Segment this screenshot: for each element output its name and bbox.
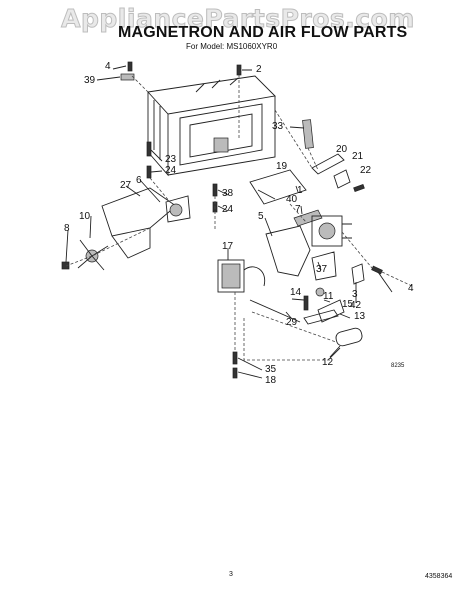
part-11: [315, 287, 325, 297]
callout: 22: [360, 165, 372, 176]
part-35: [232, 351, 238, 365]
callout: 24: [222, 204, 234, 215]
callout: 8: [64, 223, 70, 234]
part-33: [302, 119, 314, 149]
screw-4-39: [120, 61, 135, 81]
part-21: [333, 169, 351, 189]
callout: 12: [322, 357, 334, 368]
part-22: [353, 183, 365, 193]
callout: 7: [295, 204, 301, 215]
drawing-code: 8235: [391, 363, 405, 369]
part-4-right: [371, 265, 383, 275]
part-13: [303, 309, 339, 325]
callout: 27: [120, 180, 132, 191]
callout: 21: [352, 151, 364, 162]
model-number: For Model: MS1060XYR0: [186, 42, 278, 51]
callout: 24: [165, 165, 177, 176]
callout: 4: [105, 61, 111, 72]
part-6: [165, 195, 191, 223]
callout: 11: [323, 291, 334, 302]
callout: 18: [265, 375, 277, 386]
callout: 33: [272, 121, 284, 132]
part-23: [146, 141, 152, 157]
callout: 35: [265, 364, 277, 375]
part-27: [101, 187, 177, 237]
cavity-frame: [147, 75, 276, 177]
part-3-42: [351, 263, 365, 285]
watermark: AppliancePartsPros.com: [61, 4, 415, 34]
part-7: [61, 261, 70, 270]
document-number: 4358364: [425, 573, 453, 580]
callout: 4: [408, 283, 414, 294]
callout: 39: [84, 75, 96, 86]
callout: 15: [342, 299, 354, 310]
diagram-title: MAGNETRON AND AIR FLOW PARTS: [118, 24, 408, 41]
callout: 29: [286, 317, 298, 328]
callout: 17: [222, 241, 234, 252]
callout: 6: [136, 175, 142, 186]
page-number: 3: [229, 571, 233, 578]
callout: 14: [290, 287, 302, 298]
part-8: [293, 209, 323, 227]
part-24-upper: [146, 165, 152, 179]
callout: 37: [316, 264, 328, 275]
part-1-magnetron: [311, 215, 352, 247]
part-12-capacitor: [329, 327, 363, 359]
callout: 10: [79, 211, 91, 222]
part-5: [265, 225, 311, 277]
part-40: [249, 169, 307, 205]
screw-2: [236, 64, 242, 76]
callout: 5: [258, 211, 264, 222]
part-18: [232, 367, 238, 379]
callout: 3: [352, 289, 358, 300]
part-14: [303, 295, 309, 311]
part-15: [317, 299, 345, 323]
part-37: [311, 251, 337, 281]
callout: 2: [256, 64, 262, 75]
callout: 13: [354, 311, 366, 322]
callout: 23: [165, 154, 177, 165]
callout: 40: [286, 194, 298, 205]
callout: 20: [336, 144, 348, 155]
callout: 38: [222, 188, 234, 199]
part-17-transformer: [217, 259, 266, 293]
part-10-fan: [77, 239, 109, 271]
callout: 19: [276, 161, 288, 172]
callout: 42: [350, 300, 362, 311]
part-38: [212, 183, 218, 197]
callout: 1: [297, 185, 303, 196]
part-20: [311, 153, 345, 175]
